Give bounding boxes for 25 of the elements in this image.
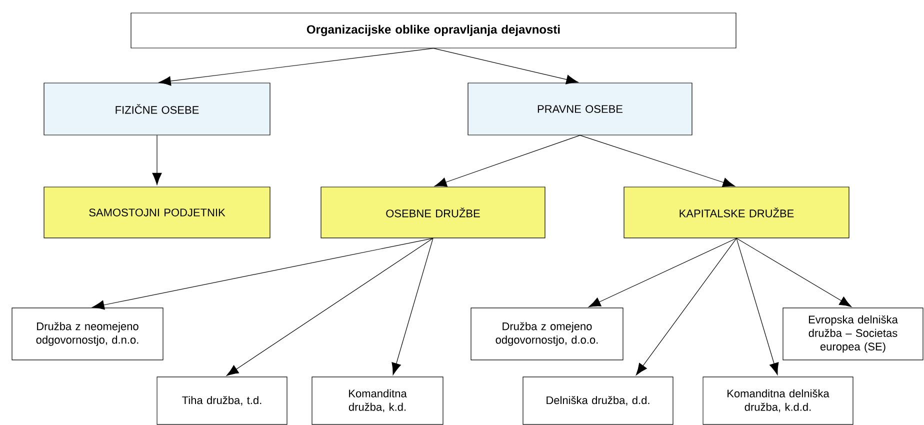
company-type-box: Delniška družba, d.d.: [522, 376, 674, 425]
arrow: [434, 134, 580, 187]
category-box: FIZIČNE OSEBE: [44, 82, 270, 136]
arrow: [226, 238, 434, 376]
category-box: KAPITALSKE DRUŽBE: [624, 186, 850, 238]
arrow: [580, 134, 735, 188]
arrow: [158, 48, 434, 86]
category-box: SAMOSTOJNI PODJETNIK: [44, 186, 270, 238]
category-box: PRAVNE OSEBE: [468, 82, 692, 136]
company-type-box: Družba z omejeno odgovornostjo, d.o.o.: [470, 308, 624, 360]
arrow: [736, 238, 852, 307]
arrow: [433, 48, 578, 84]
company-type-box: Evropska delniška družba – Societas europea (SE): [782, 308, 924, 360]
company-type-box: Družba z neomejeno odgovornostjo, d.n.o.: [12, 308, 164, 360]
arrow: [736, 238, 779, 376]
arrow: [588, 238, 737, 308]
company-type-box: Komanditna delniška družba, k.d.d.: [702, 376, 854, 425]
company-type-box: Tiha družba, t.d.: [156, 376, 288, 425]
company-type-box: Komanditna družba, k.d.: [312, 376, 444, 425]
arrow: [152, 134, 162, 185]
title-box: Organizacijske oblike opravljanja dejavnosti: [130, 12, 736, 48]
arrow: [636, 238, 737, 376]
arrow: [92, 238, 434, 310]
arrow: [392, 238, 434, 376]
category-box: OSEBNE DRUŽBE: [320, 186, 546, 238]
